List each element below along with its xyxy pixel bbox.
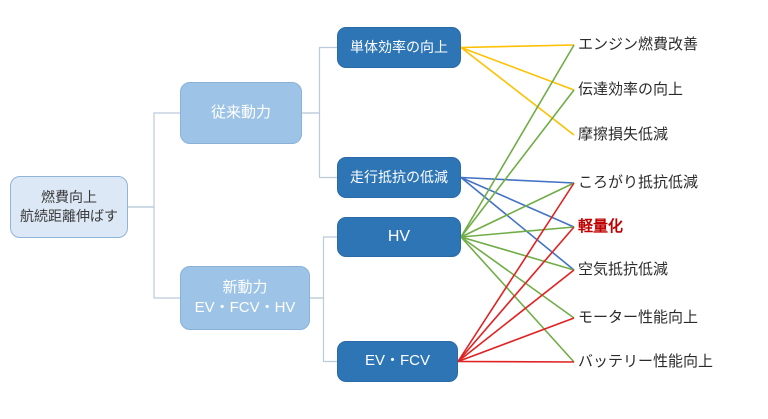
relation-line-ev_fcv-to-air xyxy=(457,269,575,363)
goal-label-line-1: 燃費向上 xyxy=(41,189,97,206)
tree-connector xyxy=(310,236,337,299)
outcome-label-friction-loss-reduction: 摩擦損失低減 xyxy=(578,125,668,145)
strategy-box-ev-fcv: EV・FCV xyxy=(337,341,458,382)
goal-label-line-2: 航続距離伸ばす xyxy=(20,208,118,224)
relation-line-hv-to-weight xyxy=(460,226,575,238)
outcome-label-motor-performance: モーター性能向上 xyxy=(578,308,698,328)
new-power-label-line-1: 新動力 xyxy=(222,278,268,296)
outcome-label-transmission-efficiency: 伝達効率の向上 xyxy=(578,80,683,100)
outcome-label-rolling-resistance-reduction: ころがり抵抗低減 xyxy=(578,173,698,193)
goal-box: 燃費向上 航続距離伸ばす xyxy=(10,176,128,238)
outcome-label-engine-fuel-improvement: エンジン燃費改善 xyxy=(578,35,698,55)
outcome-text: バッテリー性能向上 xyxy=(578,353,714,370)
group-box-conventional-power: 従来動力 xyxy=(180,82,302,144)
relation-line-ev_fcv-to-weight xyxy=(457,226,575,363)
strategy-box-unit-efficiency: 単体効率の向上 xyxy=(337,27,461,68)
outcome-text: 伝達効率の向上 xyxy=(578,81,684,98)
strategy-box-running-resistance: 走行抵抗の低減 xyxy=(337,157,461,198)
outcome-label-battery-performance: バッテリー性能向上 xyxy=(578,352,713,372)
outcome-text: 軽量化 xyxy=(578,218,624,235)
relation-line-ev_fcv-to-motor xyxy=(457,317,575,363)
relation-line-hv-to-transmission xyxy=(460,89,575,238)
running-resistance-label: 走行抵抗の低減 xyxy=(350,169,448,186)
group-box-new-power: 新動力 EV・FCV・HV xyxy=(180,266,310,330)
tree-connector xyxy=(302,46,337,114)
unit-efficiency-label: 単体効率の向上 xyxy=(350,39,448,56)
tree-connector xyxy=(310,297,337,363)
tree-connector xyxy=(128,112,180,208)
outcome-text: エンジン燃費改善 xyxy=(578,36,699,53)
relation-line-unit_efficiency-to-transmission xyxy=(460,46,575,91)
relation-line-ev_fcv-to-battery xyxy=(457,360,575,363)
hv-label: HV xyxy=(387,228,411,246)
ev-fcv-label: EV・FCV xyxy=(364,352,430,370)
outcome-text: 空気抵抗低減 xyxy=(578,261,669,278)
relation-line-unit_efficiency-to-engine xyxy=(460,44,575,49)
relation-line-hv-to-battery xyxy=(460,236,575,363)
outcome-label-weight-reduction: 軽量化 xyxy=(578,217,623,237)
relation-line-hv-to-motor xyxy=(460,236,575,319)
new-power-label-line-2: EV・FCV・HV xyxy=(194,299,296,316)
relation-line-ev_fcv-to-rolling xyxy=(457,182,575,362)
relation-line-running_resistance-to-air xyxy=(460,176,575,271)
strategy-box-hv: HV xyxy=(337,217,461,257)
relation-line-hv-to-air xyxy=(460,236,575,271)
outcome-text: ころがり抵抗低減 xyxy=(578,174,699,191)
relation-line-unit_efficiency-to-friction xyxy=(460,46,575,136)
tree-connector xyxy=(302,112,337,179)
relation-line-hv-to-rolling xyxy=(460,182,575,238)
tree-connector xyxy=(128,206,180,299)
relation-line-running_resistance-to-weight xyxy=(460,176,575,228)
outcome-text: モーター性能向上 xyxy=(578,309,699,326)
relation-line-running_resistance-to-rolling xyxy=(460,176,575,184)
relation-line-hv-to-engine xyxy=(460,44,575,238)
outcome-label-air-resistance-reduction: 空気抵抗低減 xyxy=(578,260,668,280)
outcome-text: 摩擦損失低減 xyxy=(578,126,669,143)
conventional-power-label: 従来動力 xyxy=(210,103,271,121)
